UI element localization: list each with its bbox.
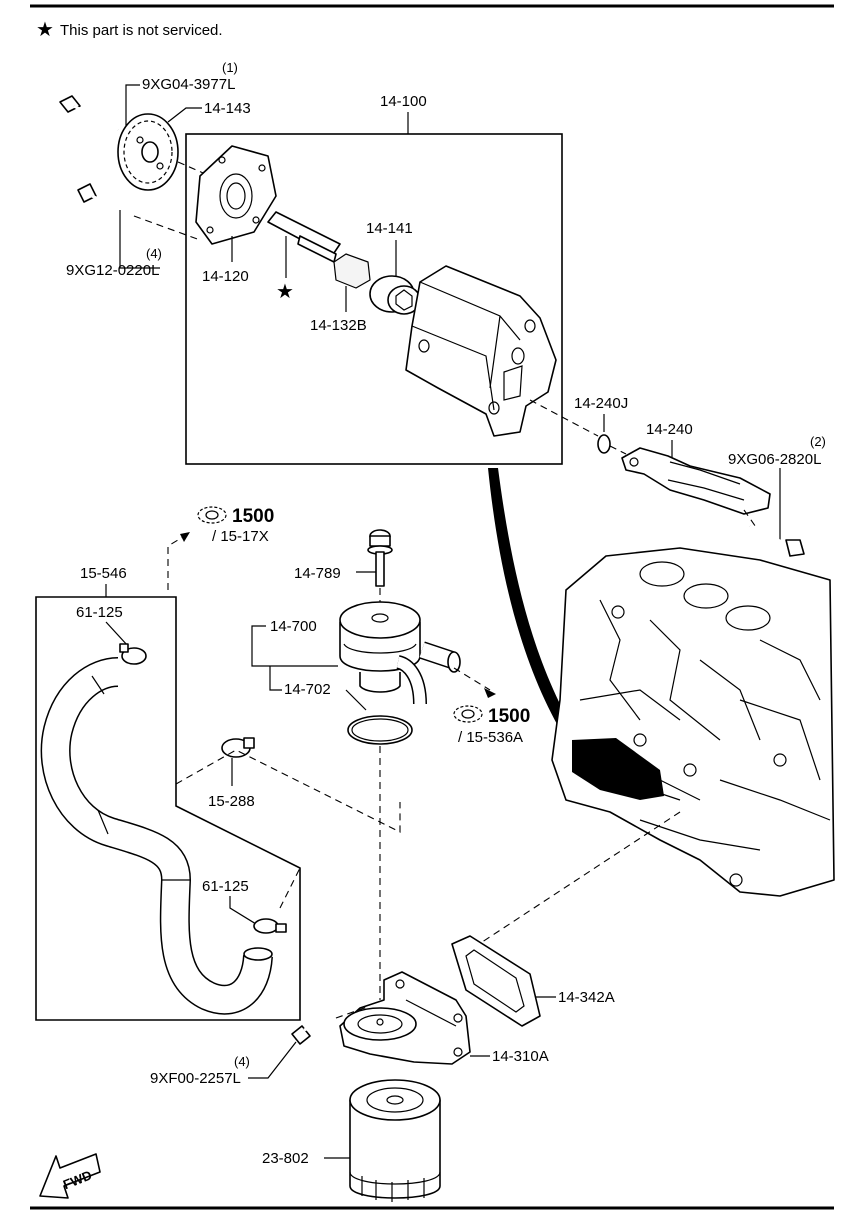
part-number-14-702: 14-702: [284, 681, 331, 698]
assembly-line: [743, 509, 759, 531]
star-icon: ★: [36, 19, 54, 41]
hose-clamp-15-288: [221, 737, 255, 758]
oil-filter-23-802: [349, 1079, 441, 1202]
bolt-14-789: [367, 529, 393, 587]
leader-line: [269, 666, 282, 691]
assembly-line: [469, 811, 681, 951]
leader-line: [345, 689, 367, 711]
part-number-9xg12: 9XG12-0220L: [66, 262, 159, 279]
part-number-14-100: 14-100: [380, 93, 427, 110]
arrow-head: [484, 688, 496, 698]
hose-clamp-61-125-bottom: [253, 918, 287, 934]
reference-15-17x: 1500 / 15-17X: [197, 506, 274, 545]
reference-figure: / 15-536A: [458, 729, 523, 746]
leader-line: [167, 107, 202, 123]
hose-clamp-61-125-top: [119, 643, 147, 665]
bolt-9xg12: [77, 183, 135, 218]
assembly-line: [175, 749, 401, 833]
assembly-line: [529, 399, 599, 437]
gasket-14-342a: [451, 935, 541, 1027]
pump-shaft: [267, 211, 341, 263]
reference-number: 1500: [488, 706, 530, 727]
part-number-14-240j: 14-240J: [574, 395, 628, 412]
part-number-61-125: 61-125: [76, 604, 123, 621]
leader-line: [119, 210, 160, 269]
qty-label: (4): [146, 246, 162, 261]
reference-figure: / 15-17X: [212, 528, 269, 545]
part-number-14-120: 14-120: [202, 268, 249, 285]
bolt-9xg06: [749, 524, 805, 557]
note-text: This part is not serviced.: [60, 22, 223, 39]
part-number-15-288: 15-288: [208, 793, 255, 810]
part-number-9xg06: 9XG06-2820L: [728, 451, 821, 468]
reference-number: 1500: [232, 506, 274, 527]
engine-block: [551, 547, 835, 897]
fwd-arrow-icon: FWD: [39, 1153, 101, 1199]
part-number-14-310a: 14-310A: [492, 1048, 549, 1065]
sprocket-14-143: [117, 113, 179, 191]
pump-body: [405, 265, 557, 437]
leader-line: [248, 1041, 297, 1079]
part-number-14-789: 14-789: [294, 565, 341, 582]
location-pointer: [488, 468, 580, 746]
part-number-14-700: 14-700: [270, 618, 317, 635]
assembly-line: [279, 867, 301, 909]
part-number-23-802: 23-802: [262, 1150, 309, 1167]
inner-rotor-14-132b: [333, 253, 371, 289]
arrow-head: [180, 532, 190, 542]
oil-strainer-14-240: [621, 447, 771, 515]
part-number-14-240: 14-240: [646, 421, 693, 438]
pump-cover-14-120: [195, 145, 277, 245]
leader-line: [229, 896, 257, 925]
bolt-9xf00: [291, 1016, 337, 1045]
leader-line: [125, 84, 140, 128]
part-number-14-342a: 14-342A: [558, 989, 615, 1006]
gasket-14-702: [347, 715, 413, 745]
part-number-9xg04: 9XG04-3977L: [142, 76, 235, 93]
water-hose-15-546: [40, 657, 273, 1015]
reference-pointer: [453, 667, 491, 691]
part-number-14-141: 14-141: [366, 220, 413, 237]
qty-label: (4): [234, 1054, 250, 1069]
o-ring-14-240j: [597, 434, 611, 454]
book-reference-icon: [197, 506, 227, 524]
assembly-line: [609, 445, 627, 455]
assembly-line: [335, 1005, 371, 1019]
oil-pump-assembly-box: [185, 133, 563, 465]
outer-rotor-14-141: [369, 275, 421, 315]
leader-line: [251, 625, 338, 667]
reference-pointer: [167, 533, 189, 590]
part-number-61-125: 61-125: [202, 878, 249, 895]
part-number-15-546: 15-546: [80, 565, 127, 582]
qty-label: (1): [222, 60, 238, 75]
star-icon: ★: [276, 281, 294, 303]
assembly-line: [133, 215, 201, 241]
qty-label: (2): [810, 434, 826, 449]
bolt-9xg04: [59, 95, 119, 132]
book-reference-icon: [453, 705, 483, 723]
part-number-14-143: 14-143: [204, 100, 251, 117]
reference-15-536a: 1500 / 15-536A: [453, 705, 530, 746]
part-number-9xf00: 9XF00-2257L: [150, 1070, 241, 1087]
leader-line: [105, 621, 129, 647]
not-serviced-note: ★ This part is not serviced.: [36, 19, 223, 41]
oil-filter-housing-14-310a: [339, 971, 471, 1065]
oil-cooler-14-700: [339, 601, 461, 705]
water-hose-box: [35, 596, 301, 1021]
part-number-14-132b: 14-132B: [310, 317, 367, 334]
